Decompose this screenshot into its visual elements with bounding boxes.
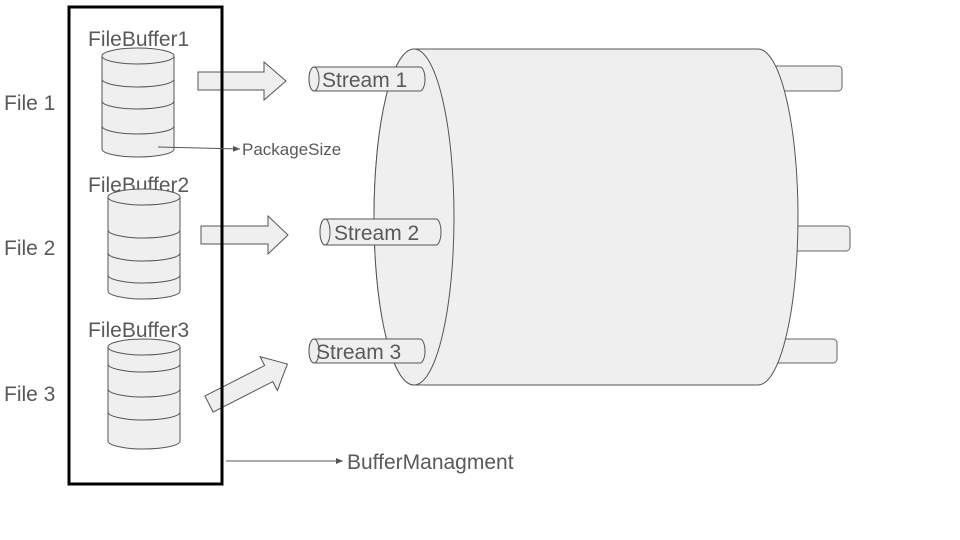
buffer-label-3: FileBuffer3 <box>88 319 189 342</box>
stream-pipe-3: Stream 3 <box>308 338 426 364</box>
package-size-connector <box>157 145 241 152</box>
file-label-3: File 3 <box>4 383 55 406</box>
buffer-management-frame <box>67 5 224 486</box>
transport-cylinder <box>373 48 851 386</box>
file-buffer-cylinder-2 <box>107 188 181 300</box>
stream-pipe-2: Stream 2 <box>319 218 442 246</box>
buffer-management-label: BufferManagment <box>347 451 514 474</box>
buffer-label-1: FileBuffer1 <box>88 28 189 51</box>
file-buffer-cylinder-1 <box>101 47 175 158</box>
stream-label-3: Stream 3 <box>316 341 401 364</box>
buffer-to-stream-arrow-2 <box>200 214 289 256</box>
stream-pipe-1: Stream 1 <box>308 66 426 92</box>
stream-label-2: Stream 2 <box>334 222 419 245</box>
file-label-1: File 1 <box>4 92 55 115</box>
buffer-to-stream-arrow-3 <box>204 355 289 413</box>
buffer-to-stream-arrow-1 <box>197 60 287 102</box>
file-label-2: File 2 <box>4 237 55 260</box>
stream-label-1: Stream 1 <box>322 69 407 92</box>
file-buffer-cylinder-3 <box>107 338 181 450</box>
package-size-label: PackageSize <box>242 140 341 159</box>
cylinder-front-face <box>373 48 455 386</box>
